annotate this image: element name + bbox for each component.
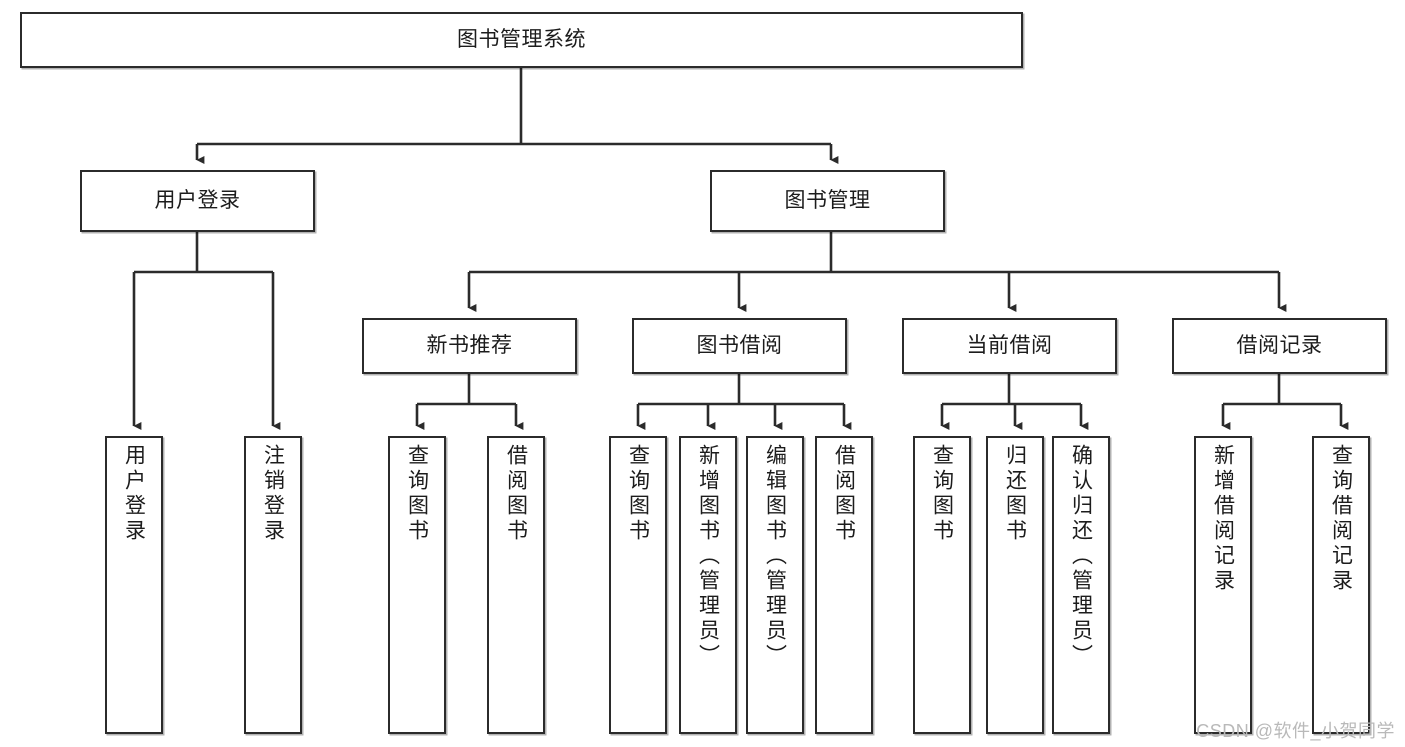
- node-leaf-query-book-3-label: 查询图书: [930, 444, 954, 544]
- node-leaf-borrow-book-1[interactable]: 借阅图书: [487, 436, 545, 734]
- node-book-manage-label: 图书管理: [784, 188, 871, 212]
- node-leaf-confirm-return-admin-label: 确认归还（管理员）: [1069, 444, 1093, 669]
- node-book-borrow[interactable]: 图书借阅: [632, 318, 847, 374]
- node-root[interactable]: 图书管理系统: [20, 12, 1023, 68]
- node-leaf-borrow-book-2-label: 借阅图书: [832, 444, 856, 544]
- node-leaf-user-login[interactable]: 用户登录: [105, 436, 163, 734]
- node-new-book-recommend[interactable]: 新书推荐: [362, 318, 577, 374]
- node-borrow-record[interactable]: 借阅记录: [1172, 318, 1387, 374]
- node-book-manage[interactable]: 图书管理: [710, 170, 945, 232]
- edge-group-user-login: [132, 232, 281, 430]
- node-current-borrow-label: 当前借阅: [966, 333, 1053, 357]
- node-leaf-borrow-book-1-label: 借阅图书: [504, 444, 528, 544]
- node-leaf-query-book-3[interactable]: 查询图书: [913, 436, 971, 734]
- edge-group-book-borrow: [636, 374, 852, 430]
- edge-group-current-borrow: [940, 374, 1089, 430]
- node-borrow-record-label: 借阅记录: [1236, 333, 1323, 357]
- node-leaf-user-login-label: 用户登录: [122, 444, 146, 544]
- node-user-login-label: 用户登录: [154, 188, 241, 212]
- node-leaf-edit-book-admin-label: 编辑图书（管理员）: [763, 444, 787, 669]
- node-leaf-add-book-admin-label: 新增图书（管理员）: [696, 444, 720, 669]
- node-leaf-logout[interactable]: 注销登录: [244, 436, 302, 734]
- node-leaf-query-book-1-label: 查询图书: [405, 444, 429, 544]
- edge-group-root: [195, 68, 839, 164]
- node-leaf-logout-label: 注销登录: [261, 444, 285, 544]
- node-leaf-edit-book-admin[interactable]: 编辑图书（管理员）: [746, 436, 804, 734]
- node-root-label: 图书管理系统: [457, 27, 586, 51]
- node-current-borrow[interactable]: 当前借阅: [902, 318, 1117, 374]
- node-leaf-return-book[interactable]: 归还图书: [986, 436, 1044, 734]
- node-leaf-add-borrow-record-label: 新增借阅记录: [1211, 444, 1235, 594]
- edge-group-book-manage: [467, 232, 1287, 312]
- node-leaf-borrow-book-2[interactable]: 借阅图书: [815, 436, 873, 734]
- edge-group-borrow-record: [1221, 374, 1349, 430]
- node-user-login[interactable]: 用户登录: [80, 170, 315, 232]
- node-leaf-return-book-label: 归还图书: [1003, 444, 1027, 544]
- node-book-borrow-label: 图书借阅: [696, 333, 783, 357]
- node-leaf-query-book-2-label: 查询图书: [626, 444, 650, 544]
- node-new-book-recommend-label: 新书推荐: [426, 333, 513, 357]
- node-leaf-add-borrow-record[interactable]: 新增借阅记录: [1194, 436, 1252, 734]
- node-leaf-confirm-return-admin[interactable]: 确认归还（管理员）: [1052, 436, 1110, 734]
- node-leaf-query-book-1[interactable]: 查询图书: [388, 436, 446, 734]
- node-leaf-query-borrow-record[interactable]: 查询借阅记录: [1312, 436, 1370, 734]
- node-leaf-add-book-admin[interactable]: 新增图书（管理员）: [679, 436, 737, 734]
- node-leaf-query-borrow-record-label: 查询借阅记录: [1329, 444, 1353, 594]
- node-leaf-query-book-2[interactable]: 查询图书: [609, 436, 667, 734]
- edge-group-new-book-recommend: [415, 374, 524, 430]
